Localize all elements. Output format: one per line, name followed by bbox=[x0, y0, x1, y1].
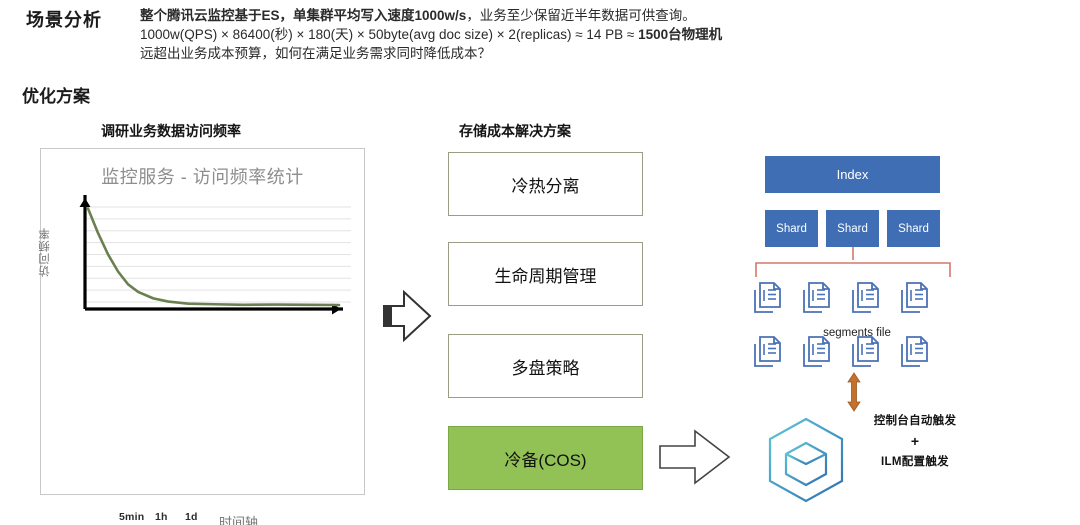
segments-file-label: segments file bbox=[823, 327, 891, 339]
es-shard-box-1[interactable]: Shard bbox=[765, 210, 818, 247]
segments-file-grid: segments file bbox=[752, 281, 962, 369]
chart-x-tick-labels: 5min 1h 1d bbox=[119, 511, 198, 523]
chart-tick-2: 1d bbox=[185, 511, 198, 523]
chart-plot-area bbox=[79, 195, 351, 315]
chart-title: 监控服务 - 访问频率统计 bbox=[101, 167, 304, 187]
arrow-right-icon-2 bbox=[659, 429, 731, 485]
description-line-2: 1000w(QPS) × 86400(秒) × 180(天) × 50byte(… bbox=[140, 25, 1020, 44]
description-line-1: 整个腾讯云监控基于ES，单集群平均写入速度1000w/s，业务至少保留近半年数据… bbox=[140, 6, 1020, 25]
mid-column-heading: 存储成本解决方案 bbox=[459, 123, 571, 139]
chart-tick-0: 5min bbox=[119, 511, 145, 523]
arrow-right-icon-1 bbox=[383, 289, 432, 343]
segments-row-2 bbox=[752, 335, 962, 369]
trigger-plus-sign: + bbox=[910, 433, 920, 449]
document-icon bbox=[901, 282, 928, 313]
document-icon bbox=[852, 282, 879, 313]
section-title: 优化方案 bbox=[22, 87, 90, 106]
es-shard-box-2[interactable]: Shard bbox=[826, 210, 879, 247]
document-icon bbox=[803, 336, 830, 367]
chart-x-axis-label: 时间轴 bbox=[219, 515, 259, 525]
description-line-2-bold: 1500台物理机 bbox=[638, 27, 723, 42]
solution-box-multi-disk-strategy[interactable]: 多盘策略 bbox=[448, 334, 643, 398]
scenario-description: 整个腾讯云监控基于ES，单集群平均写入速度1000w/s，业务至少保留近半年数据… bbox=[140, 6, 1020, 63]
solution-box-lifecycle-management[interactable]: 生命周期管理 bbox=[448, 242, 643, 306]
left-column-heading: 调研业务数据访问频率 bbox=[101, 123, 241, 139]
trigger-line-1: 控制台自动触发 bbox=[873, 415, 957, 427]
document-icon bbox=[754, 282, 781, 313]
document-icon bbox=[803, 282, 830, 313]
solution-box-cold-backup-cos[interactable]: 冷备(COS) bbox=[448, 426, 643, 490]
document-icon bbox=[754, 336, 781, 367]
cos-cube-icon bbox=[768, 417, 844, 503]
document-icon bbox=[852, 336, 879, 367]
es-shard-box-3[interactable]: Shard bbox=[887, 210, 940, 247]
chart-y-axis-label: 访问频率 bbox=[39, 227, 51, 277]
description-line-3: 远超出业务成本预算，如何在满足业务需求同时降低成本？ bbox=[140, 46, 491, 61]
bidirectional-arrow-icon bbox=[847, 372, 861, 412]
description-line-1-rest: ，业务至少保留近半年数据可供查询。 bbox=[466, 8, 696, 23]
segments-row-1 bbox=[752, 281, 962, 315]
description-line-1-bold: 整个腾讯云监控基于ES，单集群平均写入速度1000w/s bbox=[140, 8, 467, 23]
description-line-2-plain: 1000w(QPS) × 86400(秒) × 180(天) × 50byte(… bbox=[140, 27, 639, 42]
es-index-box[interactable]: Index bbox=[765, 156, 940, 193]
shard-to-segments-brace bbox=[755, 247, 951, 277]
solution-box-cold-hot-separation[interactable]: 冷热分离 bbox=[448, 152, 643, 216]
trigger-line-2: ILM配置触发 bbox=[881, 456, 949, 468]
chart-tick-1: 1h bbox=[155, 511, 168, 523]
document-icon bbox=[901, 336, 928, 367]
trigger-text-group: 控制台自动触发 + ILM配置触发 bbox=[855, 412, 975, 469]
page-title: 场景分析 bbox=[26, 10, 102, 30]
